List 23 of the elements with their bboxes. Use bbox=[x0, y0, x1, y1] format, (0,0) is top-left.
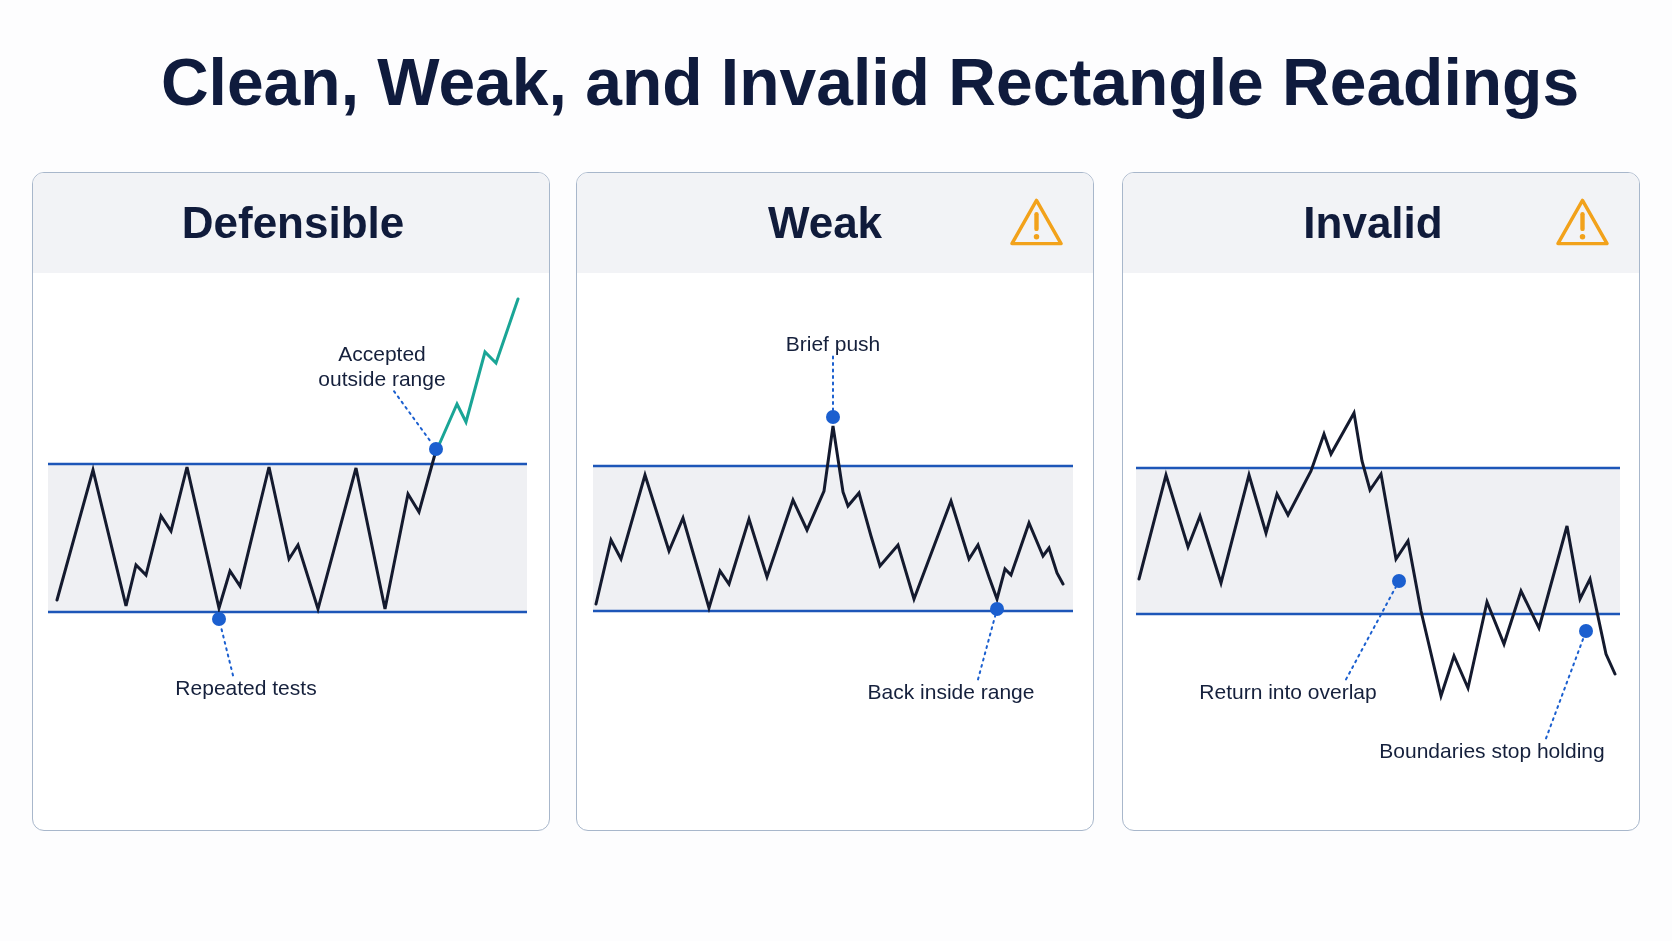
panel-card bbox=[32, 172, 550, 831]
leader-line bbox=[832, 355, 834, 411]
marker-dot bbox=[1392, 574, 1406, 588]
marker-dot bbox=[1579, 624, 1593, 638]
callout-label: Back inside range bbox=[867, 679, 1035, 705]
panel-card bbox=[1122, 172, 1640, 831]
marker-dot bbox=[212, 612, 226, 626]
callout-label: Brief push bbox=[785, 331, 881, 357]
leader-line bbox=[1545, 636, 1585, 740]
diagram-title: Clean, Weak, and Invalid Rectangle Readings bbox=[160, 45, 1580, 121]
panel-title: Invalid bbox=[1303, 198, 1443, 248]
callout-label: Accepted outside range bbox=[317, 340, 447, 392]
marker-dot bbox=[826, 410, 840, 424]
panel-title: Defensible bbox=[181, 198, 405, 248]
marker-dot bbox=[429, 442, 443, 456]
callout-label: Repeated tests bbox=[175, 675, 317, 701]
panel-title: Weak bbox=[767, 198, 883, 248]
leader-line bbox=[977, 614, 997, 681]
callout-label: Return into overlap bbox=[1199, 679, 1377, 705]
callout-label: Boundaries stop holding bbox=[1379, 738, 1605, 764]
leader-line bbox=[1345, 586, 1397, 681]
panel-card bbox=[576, 172, 1094, 831]
marker-dot bbox=[990, 602, 1004, 616]
